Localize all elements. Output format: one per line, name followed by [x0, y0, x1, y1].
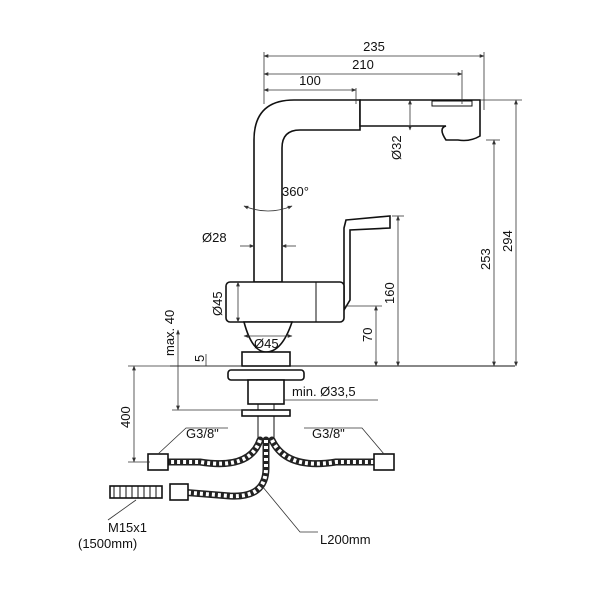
dim-253: 253	[478, 248, 493, 270]
label-1500mm: (1500mm)	[78, 536, 137, 551]
dim-d28: Ø28	[202, 230, 227, 245]
spray-head-button	[431, 100, 473, 107]
dim-d45-upper: Ø45	[210, 291, 225, 316]
hose-right	[268, 436, 382, 468]
clamp-plate	[241, 409, 291, 417]
dim-70: 70	[360, 328, 375, 342]
dim-160: 160	[382, 282, 397, 304]
washer	[227, 369, 305, 381]
dim-d45-lower: Ø45	[254, 336, 279, 351]
label-l200mm: L200mm	[320, 532, 371, 547]
label-g38-left: G3/8"	[186, 426, 219, 441]
rotation-label: 360°	[282, 184, 309, 199]
hoses	[109, 436, 395, 501]
fixing-nut	[247, 379, 285, 405]
dimension-labels: 235 210 100 Ø32 360° Ø28 Ø45 Ø45 294 253…	[78, 39, 515, 551]
label-g38-right: G3/8"	[312, 426, 345, 441]
dim-294: 294	[500, 230, 515, 252]
spring-coils	[113, 486, 157, 498]
spray-head	[359, 99, 481, 142]
dim-235: 235	[363, 39, 385, 54]
dim-210: 210	[352, 57, 374, 72]
main-body	[225, 281, 345, 323]
connector-left	[147, 453, 169, 471]
dim-d32: Ø32	[389, 135, 404, 160]
connector-right	[373, 453, 395, 471]
base-plate	[241, 351, 291, 367]
dim-min335: min. Ø33,5	[292, 384, 356, 399]
spring-sleeve	[109, 485, 163, 499]
dim-100: 100	[299, 73, 321, 88]
dim-5: 5	[192, 355, 207, 362]
label-m15x1: M15x1	[108, 520, 147, 535]
dim-400: 400	[118, 406, 133, 428]
lever-handle	[343, 215, 391, 313]
dimension-lines	[107, 52, 522, 533]
connector-m15	[169, 483, 189, 501]
dim-max40: max. 40	[162, 310, 177, 356]
